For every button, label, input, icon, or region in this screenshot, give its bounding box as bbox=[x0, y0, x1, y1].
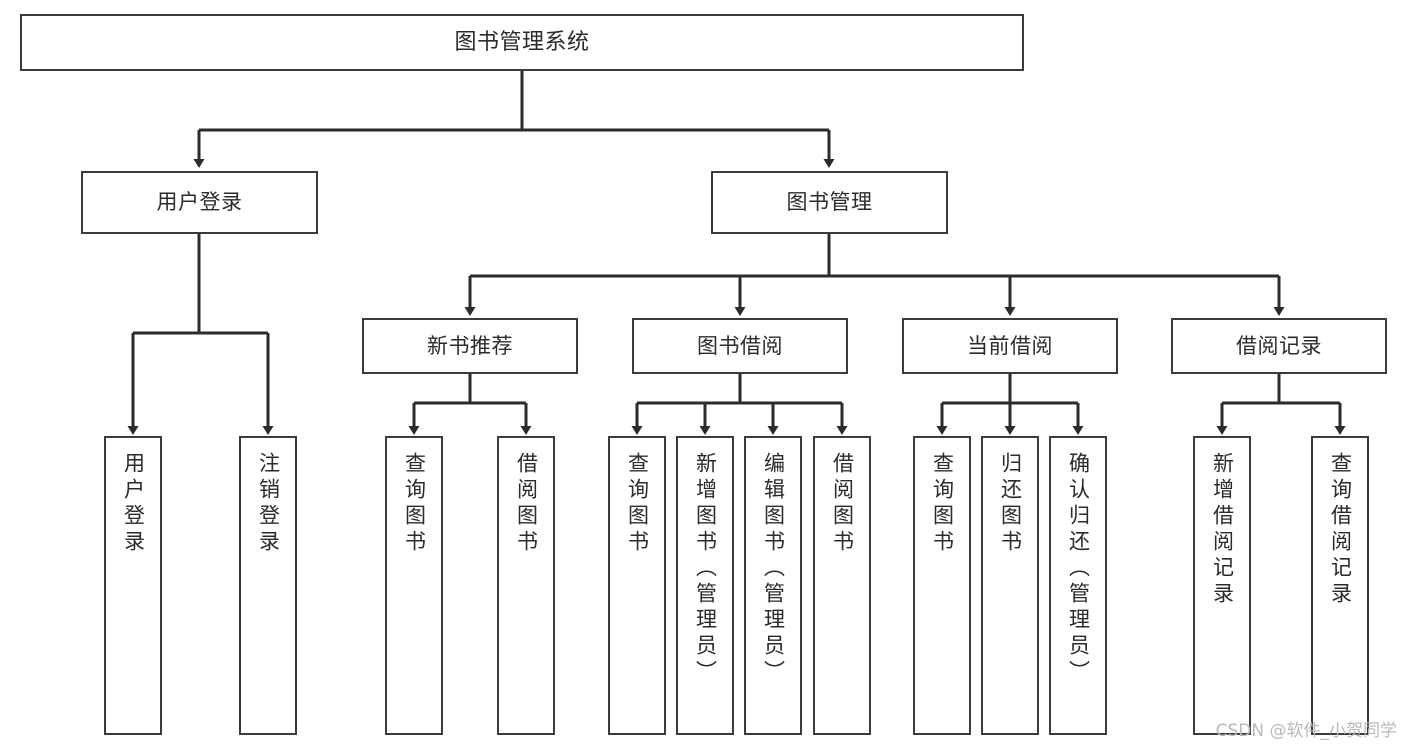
node-label: 新书推荐 bbox=[427, 333, 513, 358]
node-label: 借阅图书 bbox=[830, 452, 855, 556]
node-book-borrow[interactable]: 图书借阅 bbox=[632, 318, 848, 374]
leaf-record-query-record[interactable]: 查询借阅记录 bbox=[1311, 436, 1369, 735]
node-label: 图书管理 bbox=[786, 190, 873, 215]
leaf-borrow-add-book-admin[interactable]: 新增图书（管理员） bbox=[676, 436, 734, 735]
leaf-borrow-edit-book-admin[interactable]: 编辑图书（管理员） bbox=[744, 436, 802, 735]
node-label: 借阅记录 bbox=[1236, 333, 1322, 358]
leaf-borrow-borrow-book[interactable]: 借阅图书 bbox=[813, 436, 871, 735]
leaf-user-login[interactable]: 用户登录 bbox=[104, 436, 162, 735]
node-label: 新增图书（管理员） bbox=[693, 452, 718, 686]
leaf-current-confirm-return-admin[interactable]: 确认归还（管理员） bbox=[1049, 436, 1107, 735]
watermark-text: CSDN @软件_小贺同学 bbox=[1215, 721, 1397, 741]
node-label: 归还图书 bbox=[998, 452, 1023, 556]
node-label: 编辑图书（管理员） bbox=[761, 452, 786, 686]
node-book-management[interactable]: 图书管理 bbox=[711, 171, 948, 234]
node-label: 查询图书 bbox=[625, 452, 650, 556]
node-label: 图书借阅 bbox=[697, 333, 783, 358]
node-label: 确认归还（管理员） bbox=[1066, 452, 1091, 686]
node-label: 图书管理系统 bbox=[454, 29, 590, 55]
node-label: 用户登录 bbox=[121, 452, 146, 556]
node-current-borrow[interactable]: 当前借阅 bbox=[902, 318, 1118, 374]
node-label: 注销登录 bbox=[256, 452, 281, 556]
leaf-borrow-query-book[interactable]: 查询图书 bbox=[608, 436, 666, 735]
node-label: 新增借阅记录 bbox=[1210, 452, 1235, 608]
leaf-newbook-borrow-book[interactable]: 借阅图书 bbox=[497, 436, 555, 735]
node-borrow-record[interactable]: 借阅记录 bbox=[1171, 318, 1387, 374]
leaf-current-query-book[interactable]: 查询图书 bbox=[913, 436, 971, 735]
node-user-login[interactable]: 用户登录 bbox=[81, 171, 318, 234]
node-label: 查询图书 bbox=[930, 452, 955, 556]
node-root-system[interactable]: 图书管理系统 bbox=[20, 14, 1024, 71]
node-label: 查询图书 bbox=[402, 452, 427, 556]
leaf-record-add-record[interactable]: 新增借阅记录 bbox=[1193, 436, 1251, 735]
node-label: 借阅图书 bbox=[514, 452, 539, 556]
leaf-newbook-query-book[interactable]: 查询图书 bbox=[385, 436, 443, 735]
node-label: 用户登录 bbox=[156, 190, 243, 215]
node-label: 当前借阅 bbox=[967, 333, 1053, 358]
node-label: 查询借阅记录 bbox=[1328, 452, 1353, 608]
leaf-current-return-book[interactable]: 归还图书 bbox=[981, 436, 1039, 735]
node-new-book-recommend[interactable]: 新书推荐 bbox=[362, 318, 578, 374]
leaf-user-logout[interactable]: 注销登录 bbox=[239, 436, 297, 735]
